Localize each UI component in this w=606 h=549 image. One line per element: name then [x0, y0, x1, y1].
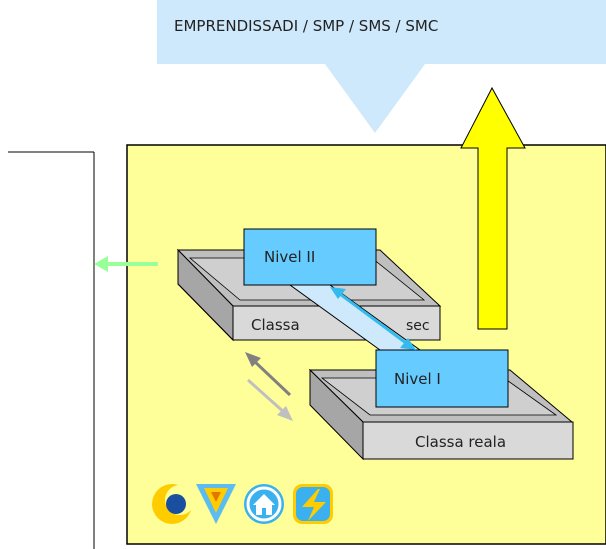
- nivel-2-label: Nivel II: [264, 248, 315, 266]
- up-arrow: [460, 86, 526, 330]
- classa-label: Classa: [251, 316, 300, 334]
- home-icon: [244, 484, 284, 524]
- grey-arrow-down: [246, 378, 293, 421]
- left-arrow: [94, 256, 158, 272]
- classa-reala-label: Classa reala: [415, 433, 506, 451]
- crescent-orb-icon: [152, 484, 195, 524]
- nivel-1-box: Nivel I: [375, 349, 509, 408]
- top-callout: EMPRENDISSADI / SMP / SMS / SMC: [157, 0, 606, 133]
- down-triangle-icon: [196, 484, 236, 524]
- callout-label: EMPRENDISSADI / SMP / SMS / SMC: [174, 17, 438, 35]
- level-link-arrow: [330, 287, 416, 350]
- lightning-icon: [293, 484, 333, 524]
- nivel-2-box: Nivel II: [243, 228, 377, 286]
- grey-arrow-up: [245, 352, 292, 397]
- nivel-1-label: Nivel I: [394, 370, 441, 388]
- left-bracket: [8, 151, 95, 549]
- sec-label: sec: [406, 318, 430, 334]
- main-panel: [126, 144, 606, 545]
